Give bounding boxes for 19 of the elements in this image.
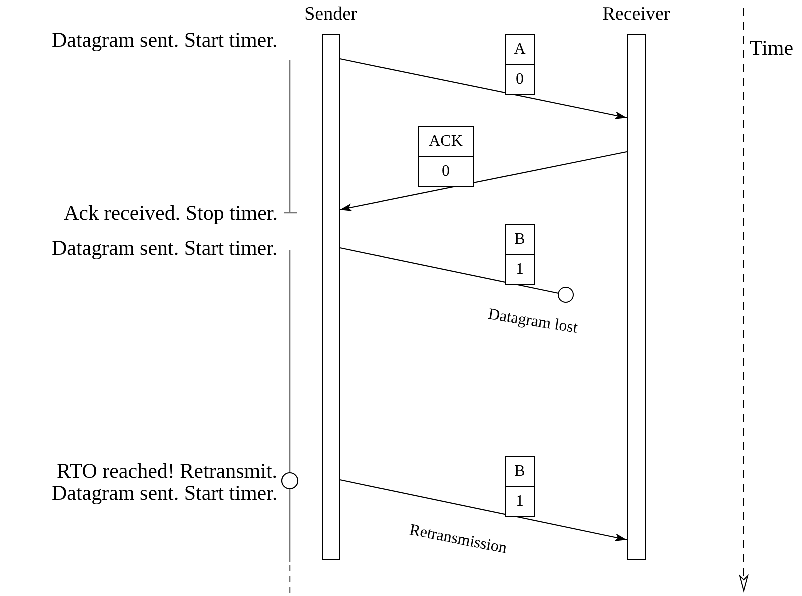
annotation: Datagram sent. Start timer. [52, 237, 278, 259]
message-arrow [340, 151, 628, 212]
packet-field: 0 [506, 64, 534, 94]
lifeline-label: Receiver [602, 4, 672, 26]
packet-field: 0 [419, 156, 473, 186]
axis-label: Time [750, 37, 794, 59]
packet-field: 1 [506, 254, 534, 284]
annotation: Datagram sent. Start timer. [52, 482, 278, 504]
message-arrow [340, 58, 628, 120]
packet-field: B [506, 225, 534, 254]
lifeline-label: Sender [304, 4, 358, 26]
packet-field: A [506, 35, 534, 64]
annotation: RTO reached! Retransmit. [57, 460, 278, 482]
annotation: Datagram sent. Start timer. [52, 29, 278, 51]
packet-field: ACK [419, 127, 473, 156]
packet-field: B [506, 457, 534, 486]
annotation: Ack received. Stop timer. [64, 202, 278, 224]
packet-field: 1 [506, 486, 534, 516]
message-arrow [340, 479, 628, 542]
